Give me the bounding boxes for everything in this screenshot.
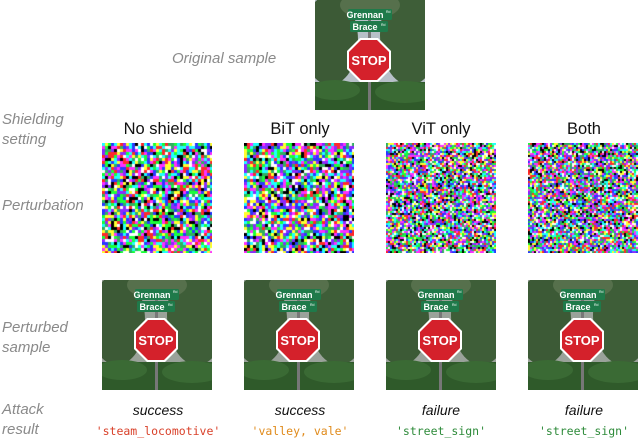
shielding-setting-label: Shielding setting xyxy=(2,110,64,150)
original-sample-image: Grennan Rd Brace Rd STOP xyxy=(315,0,425,110)
perturbation-image-bit-only xyxy=(244,143,354,253)
column-title-both: Both xyxy=(567,120,601,138)
perturbation-image-both xyxy=(528,143,638,253)
column-title-vit-only: ViT only xyxy=(411,120,471,138)
street-sign-grennan-text: Grennan xyxy=(133,290,170,300)
street-sign-brace-text: Brace xyxy=(139,302,164,312)
svg-text:Rd: Rd xyxy=(310,303,315,307)
noise-canvas xyxy=(386,143,496,253)
perturbation-label: Perturbation xyxy=(2,197,84,214)
attack-outcome-no-shield: success xyxy=(132,402,184,418)
stop-text: STOP xyxy=(280,333,315,348)
svg-text:Rd: Rd xyxy=(452,303,457,307)
attack-label-line1: Attack xyxy=(2,401,44,418)
stop-text: STOP xyxy=(351,53,386,68)
street-sign-grennan-text: Grennan xyxy=(417,290,454,300)
attack-outcome-both: failure xyxy=(564,402,604,418)
street-sign-grennan-text: Grennan xyxy=(559,290,596,300)
noise-canvas xyxy=(244,143,354,253)
svg-text:Rd: Rd xyxy=(457,290,462,294)
stop-text: STOP xyxy=(564,333,599,348)
perturbed-sample-image-bit-only: Grennan Rd Brace Rd STOP xyxy=(244,280,354,390)
column-title-no-shield: No shield xyxy=(123,120,193,138)
stop-sign-scene: Grennan Rd Brace Rd STOP xyxy=(528,280,638,390)
shielding-label-line2: setting xyxy=(2,131,47,148)
prediction-no-shield: 'steam_locomotive' xyxy=(95,424,221,438)
stop-sign-scene: Grennan Rd Brace Rd STOP xyxy=(244,280,354,390)
street-sign-brace-text: Brace xyxy=(423,302,448,312)
svg-text:Rd: Rd xyxy=(315,290,320,294)
street-sign-grennan-text: Grennan xyxy=(275,290,312,300)
perturbed-sample-image-vit-only: Grennan Rd Brace Rd STOP xyxy=(386,280,496,390)
attack-outcome-vit-only: failure xyxy=(421,402,461,418)
street-sign-brace-text: Brace xyxy=(352,22,377,32)
street-sign-grennan-text: Grennan xyxy=(346,10,383,20)
perturbed-label-line1: Perturbed xyxy=(2,319,68,336)
svg-text:Rd: Rd xyxy=(173,290,178,294)
stop-sign-scene: Grennan Rd Brace Rd STOP xyxy=(102,280,212,390)
stop-text: STOP xyxy=(422,333,457,348)
column-title-bit-only: BiT only xyxy=(270,120,330,138)
perturbation-image-no-shield xyxy=(102,143,212,253)
perturbed-sample-image-both: Grennan Rd Brace Rd STOP xyxy=(528,280,638,390)
prediction-bit-only: 'valley, vale' xyxy=(251,424,349,438)
perturbed-label-line2: sample xyxy=(2,339,51,356)
perturbed-sample-image-no-shield: Grennan Rd Brace Rd STOP xyxy=(102,280,212,390)
svg-text:Rd: Rd xyxy=(168,303,173,307)
svg-text:Rd: Rd xyxy=(599,290,604,294)
original-sample-label: Original sample xyxy=(172,50,277,67)
attack-label-line2: result xyxy=(2,421,39,438)
shielding-label-line1: Shielding xyxy=(2,111,64,128)
noise-canvas xyxy=(102,143,212,253)
perturbation-image-vit-only xyxy=(386,143,496,253)
svg-text:Rd: Rd xyxy=(386,10,391,14)
svg-text:Rd: Rd xyxy=(381,23,386,27)
noise-canvas xyxy=(528,143,638,253)
stop-text: STOP xyxy=(138,333,173,348)
stop-sign-scene: Grennan Rd Brace Rd STOP xyxy=(315,0,425,110)
street-sign-brace-text: Brace xyxy=(281,302,306,312)
perturbed-sample-label: Perturbed sample xyxy=(2,318,68,358)
prediction-vit-only: 'street_sign' xyxy=(395,424,486,438)
stop-sign-scene: Grennan Rd Brace Rd STOP xyxy=(386,280,496,390)
attack-result-label: Attack result xyxy=(2,400,44,439)
svg-text:Rd: Rd xyxy=(594,303,599,307)
attack-outcome-bit-only: success xyxy=(274,402,326,418)
prediction-both: 'street_sign' xyxy=(538,424,629,438)
street-sign-brace-text: Brace xyxy=(565,302,590,312)
